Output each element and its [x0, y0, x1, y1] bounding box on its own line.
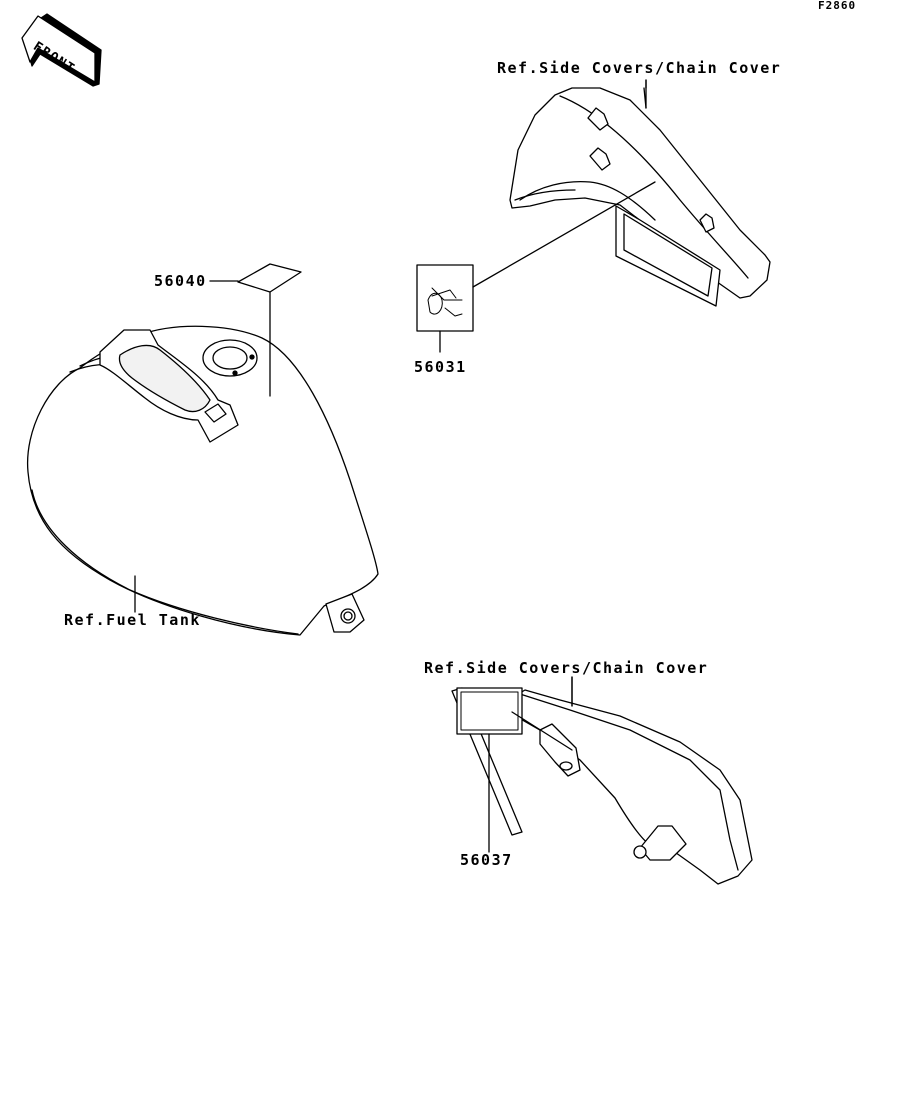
part-number-56040: 56040 [154, 272, 207, 290]
ref-side-covers-bottom: Ref.Side Covers/Chain Cover [424, 659, 709, 677]
figure-id: F2860 [818, 0, 857, 12]
fuel-tank-drawing [26, 325, 379, 636]
part-number-56031: 56031 [414, 358, 467, 376]
lower-chain-cover-drawing [497, 676, 753, 885]
front-arrow-icon [21, 13, 102, 87]
part-number-56037: 56037 [460, 851, 513, 869]
ref-fuel-tank: Ref.Fuel Tank [64, 611, 201, 629]
label-56040-drawing [209, 263, 302, 397]
ref-side-covers-top: Ref.Side Covers/Chain Cover [497, 59, 782, 77]
upper-chain-cover-drawing [509, 79, 771, 307]
label-56031-drawing [416, 181, 656, 353]
label-56037-small-rect [456, 687, 573, 853]
